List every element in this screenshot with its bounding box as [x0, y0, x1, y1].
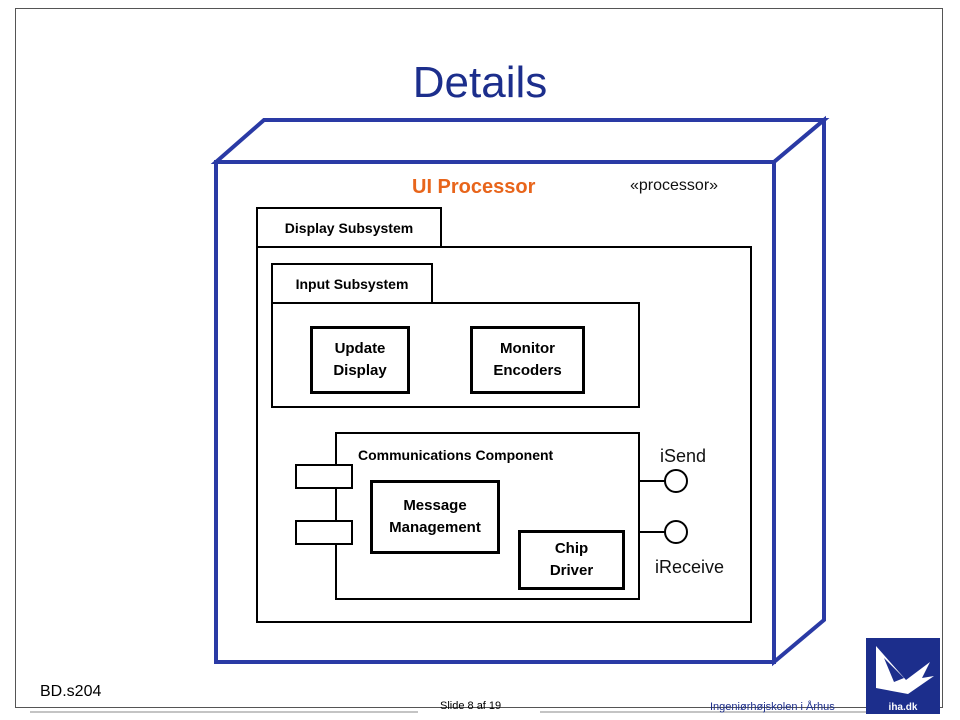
isend-label: iSend: [660, 446, 707, 466]
message-management-component: Message Management: [370, 480, 500, 554]
update-display-component: Update Display: [310, 326, 410, 394]
component-port-top: [295, 464, 353, 489]
slide-frame: [15, 8, 943, 708]
ireceive-label: iReceive: [655, 557, 725, 577]
processor-stereotype: «processor»: [630, 177, 719, 194]
iha-logo: iha.dk: [866, 638, 940, 714]
logo-text: iha.dk: [889, 702, 918, 713]
slide-number: Slide 8 af 19: [440, 700, 502, 712]
processor-name: UI Processor: [412, 176, 536, 198]
input-subsystem-tab: Input Subsystem: [271, 263, 433, 304]
slide-title: Details: [412, 58, 548, 107]
footer-code: BD.s204: [40, 683, 102, 700]
chip-driver-label: Chip Driver: [549, 540, 594, 579]
message-management-label: Message Management: [389, 497, 481, 536]
communications-component-label: Communications Component: [358, 447, 554, 463]
monitor-encoders-label: Monitor Encoders: [493, 340, 562, 379]
monitor-encoders-component: Monitor Encoders: [470, 326, 585, 394]
ireceive-interface-icon: [664, 520, 688, 544]
update-display-label: Update Display: [333, 340, 387, 379]
chip-driver-component: Chip Driver: [518, 530, 625, 590]
display-subsystem-tab: Display Subsystem: [256, 207, 442, 248]
school-name: Ingeniørhøjskolen i Århus: [710, 701, 835, 713]
isend-interface-icon: [664, 469, 688, 493]
component-port-bottom: [295, 520, 353, 545]
